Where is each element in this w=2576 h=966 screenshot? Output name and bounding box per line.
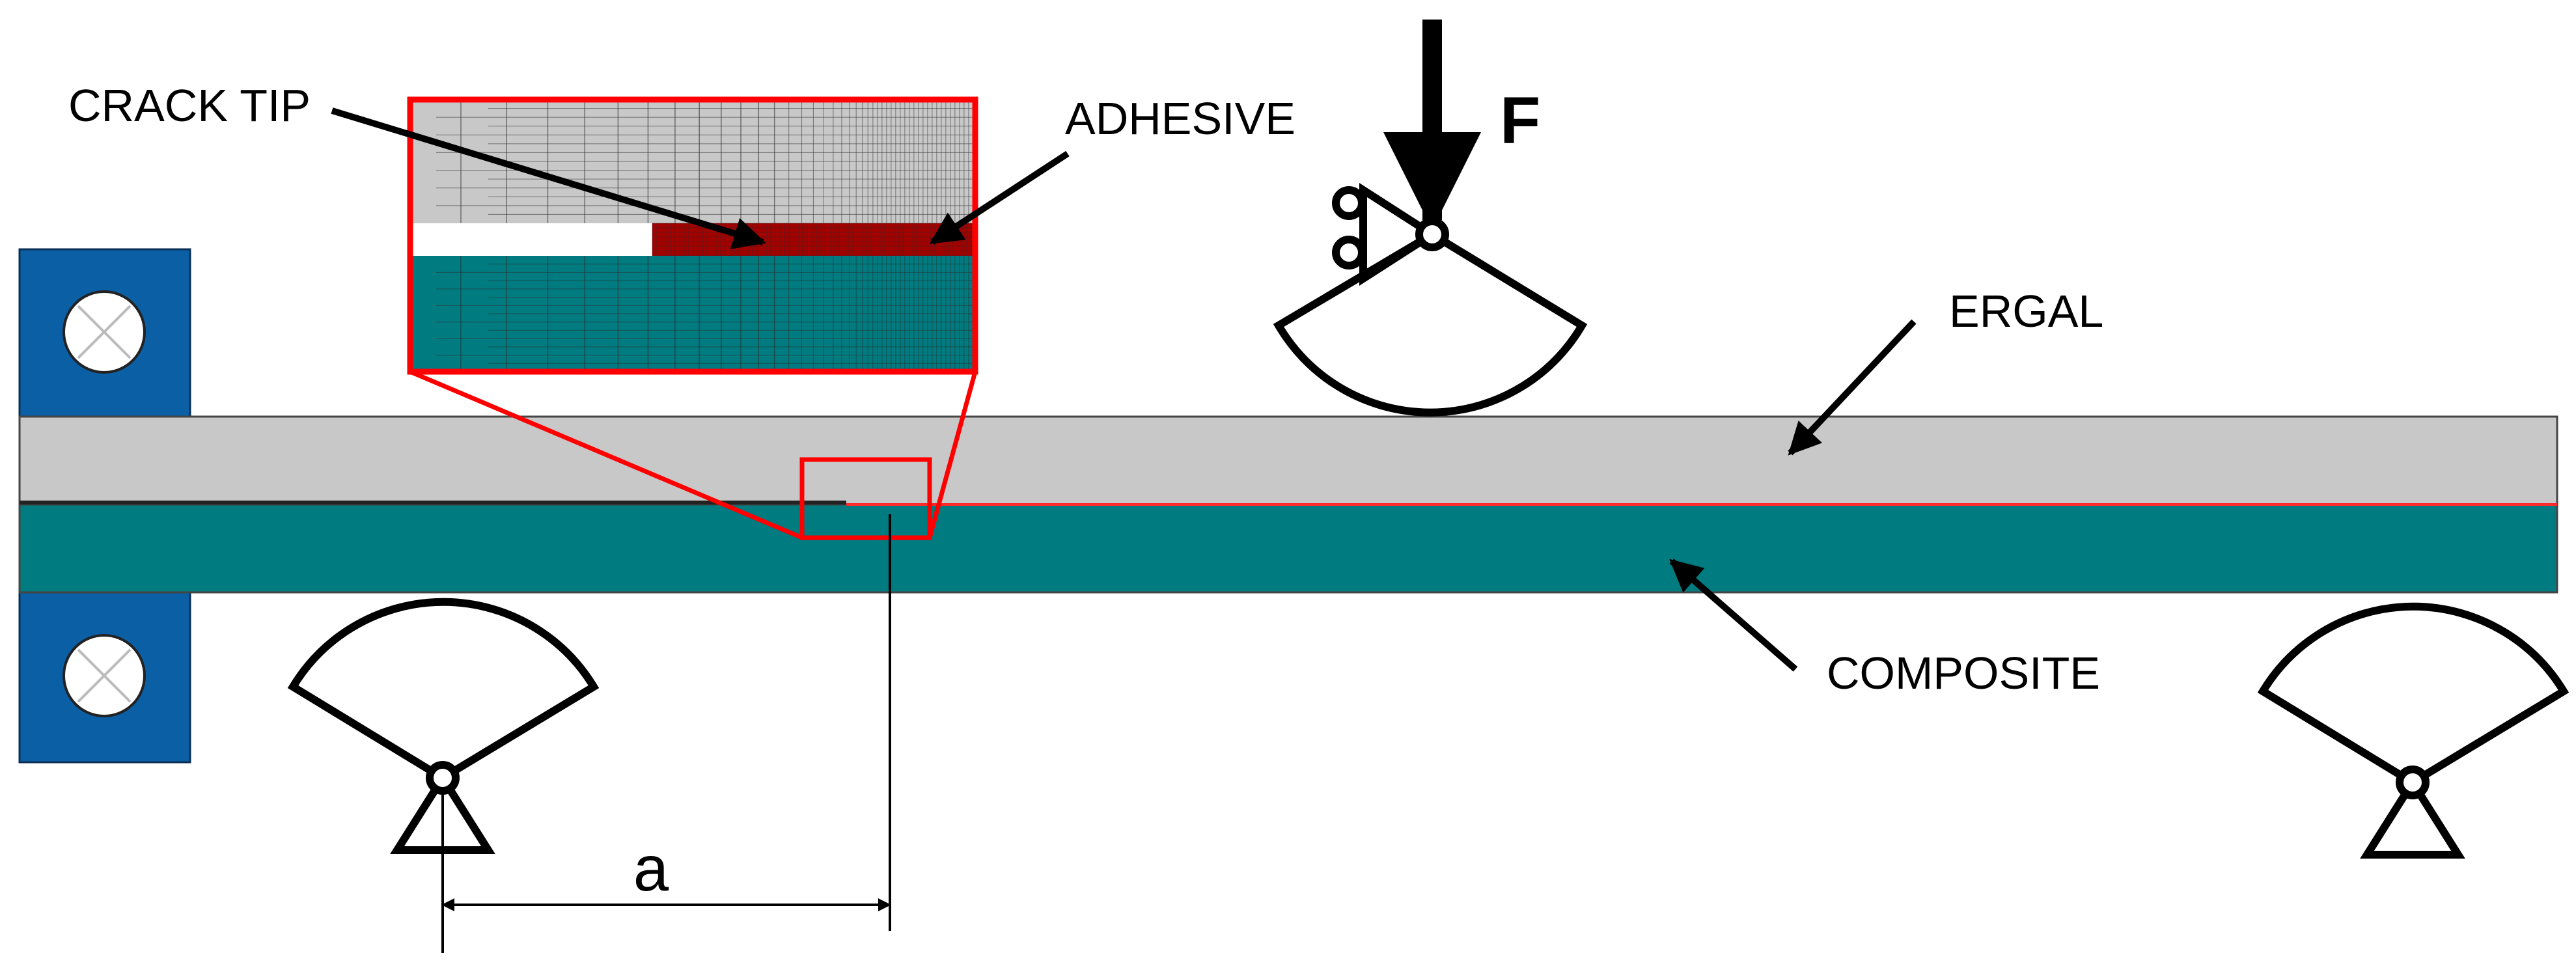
right-support-sector [2257, 602, 2569, 788]
left-support-pin-icon [426, 761, 460, 795]
right-support-pin-icon [2396, 766, 2430, 799]
beam [18, 415, 2558, 594]
composite-layer [18, 503, 2558, 594]
clamp-bolt-top-icon [62, 290, 146, 374]
mesh-gap [410, 223, 652, 256]
composite-arrow [1669, 559, 1798, 672]
mesh-zoom-inset [410, 100, 975, 372]
mesh-grid-lines [410, 100, 975, 372]
crack-tip-arrow [331, 107, 766, 249]
ergal-layer [18, 415, 2558, 506]
zoom-source-box [799, 457, 932, 540]
clamp-bolt-bottom-icon [62, 634, 146, 717]
roller-wheel-bottom-icon [1332, 236, 1366, 269]
crack-length-label: a [633, 833, 669, 904]
adhesive-arrow [929, 150, 1070, 245]
roller-wheel-top-icon [1332, 186, 1366, 220]
loading-roller-sector [1273, 230, 1588, 417]
composite-label: COMPOSITE [1827, 648, 2100, 698]
load-force: F [1383, 20, 1540, 230]
zoom-callout [407, 96, 978, 540]
right-support [2257, 602, 2569, 859]
crack-length-dimension: a [441, 514, 891, 953]
zoom-inset-frame [407, 96, 978, 375]
force-label: F [1500, 83, 1540, 158]
loading-pin-icon [1415, 217, 1449, 251]
ergal-arrow [1788, 319, 1917, 456]
mesh-adhesive [652, 223, 975, 256]
adhesive-label: ADHESIVE [1065, 93, 1295, 144]
ergal-label: ERGAL [1949, 286, 2103, 337]
roller-support-triangle-icon [1359, 183, 1440, 286]
left-support-sector [287, 598, 600, 783]
crack-tip-label: CRACK TIP [68, 80, 311, 131]
loading-roller [1273, 183, 1588, 417]
right-support-triangle-icon [2360, 775, 2465, 859]
